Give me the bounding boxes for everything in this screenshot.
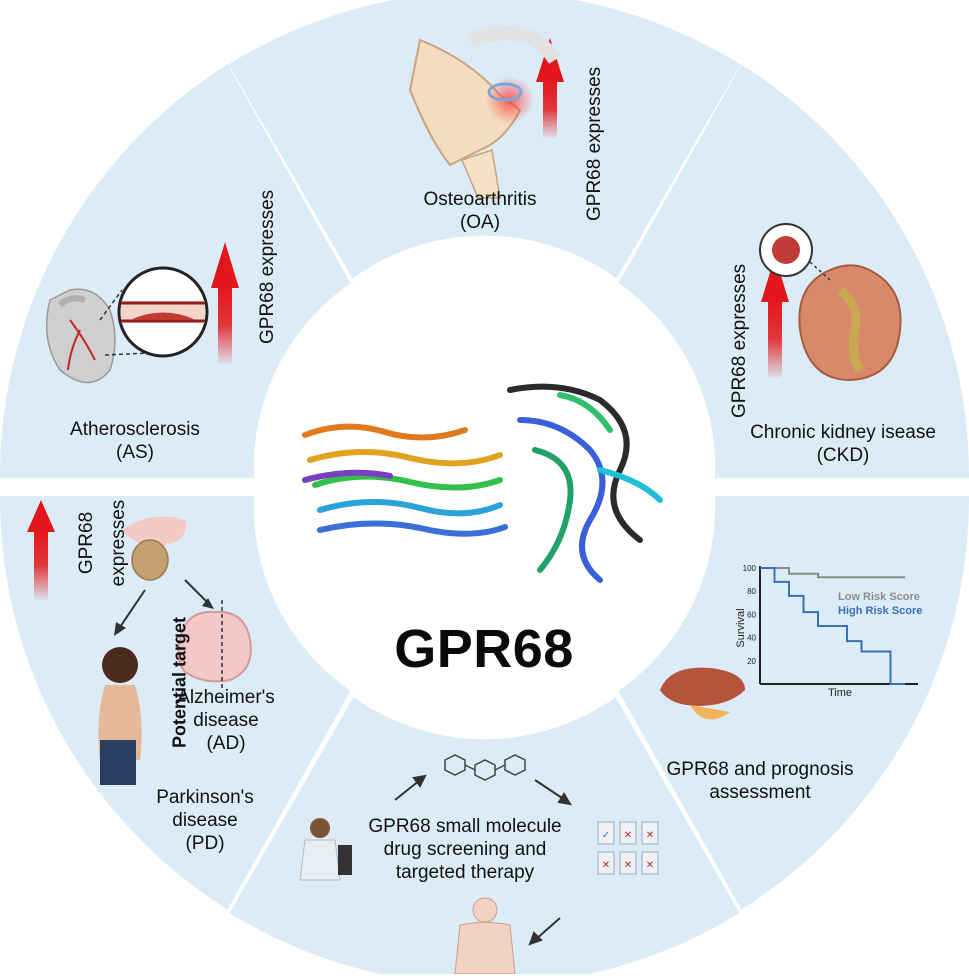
y-tick-label: 60	[747, 610, 756, 619]
prognosis-line1: GPR68 and prognosis	[645, 758, 875, 781]
legend-low-risk: Low Risk Score	[838, 591, 920, 603]
center-title: GPR68	[334, 618, 634, 680]
drug-label: GPR68 small molecule drug screening and …	[345, 815, 585, 884]
pd-line2: disease	[140, 809, 270, 832]
drug-line1: GPR68 small molecule	[345, 815, 585, 838]
y-tick-label: 100	[743, 564, 757, 573]
prognosis-line2: assessment	[645, 781, 875, 804]
svg-text:✓: ✓	[602, 830, 610, 841]
ad-label: Alzheimer's disease (AD)	[166, 686, 286, 755]
pd-line1: Parkinson's	[140, 786, 270, 809]
svg-text:✕: ✕	[646, 830, 654, 841]
drug-line2: drug screening and	[345, 838, 585, 861]
pd-expression-line2: expresses	[108, 488, 130, 598]
protein-structure-illustration	[305, 387, 660, 580]
pd-expression-line1: GPR68	[76, 508, 98, 578]
svg-text:✕: ✕	[602, 860, 610, 871]
as-name: Atherosclerosis	[30, 418, 240, 441]
svg-text:✕: ✕	[624, 860, 632, 871]
pd-label: Parkinson's disease (PD)	[140, 786, 270, 855]
as-label: Atherosclerosis (AS)	[30, 418, 240, 464]
x-axis-label: Time	[828, 687, 852, 699]
ckd-expression-label: GPR68 expresses	[729, 248, 751, 418]
ad-line1: Alzheimer's	[166, 686, 286, 709]
pd-line3: (PD)	[140, 832, 270, 855]
ad-line2: disease	[166, 709, 286, 732]
y-tick-label: 20	[747, 657, 756, 666]
ckd-abbr: (CKD)	[728, 444, 958, 467]
y-tick-label: 80	[747, 587, 756, 596]
legend-high-risk: High Risk Score	[838, 605, 922, 617]
svg-text:✕: ✕	[624, 830, 632, 841]
ckd-label: Chronic kidney isease (CKD)	[728, 421, 958, 467]
oa-name: Osteoarthritis	[380, 188, 580, 211]
ckd-name: Chronic kidney isease	[728, 421, 958, 444]
drug-line3: targeted therapy	[345, 861, 585, 884]
y-axis-label: Survival	[735, 608, 747, 647]
prognosis-label: GPR68 and prognosis assessment	[645, 758, 875, 804]
as-abbr: (AS)	[30, 441, 240, 464]
oa-expression-label: GPR68 expresses	[584, 51, 606, 221]
as-expression-label: GPR68 expresses	[257, 174, 279, 344]
y-tick-label: 40	[747, 634, 756, 643]
svg-text:✕: ✕	[646, 860, 654, 871]
oa-label: Osteoarthritis (OA)	[380, 188, 580, 234]
ad-line3: (AD)	[166, 732, 286, 755]
oa-abbr: (OA)	[380, 211, 580, 234]
